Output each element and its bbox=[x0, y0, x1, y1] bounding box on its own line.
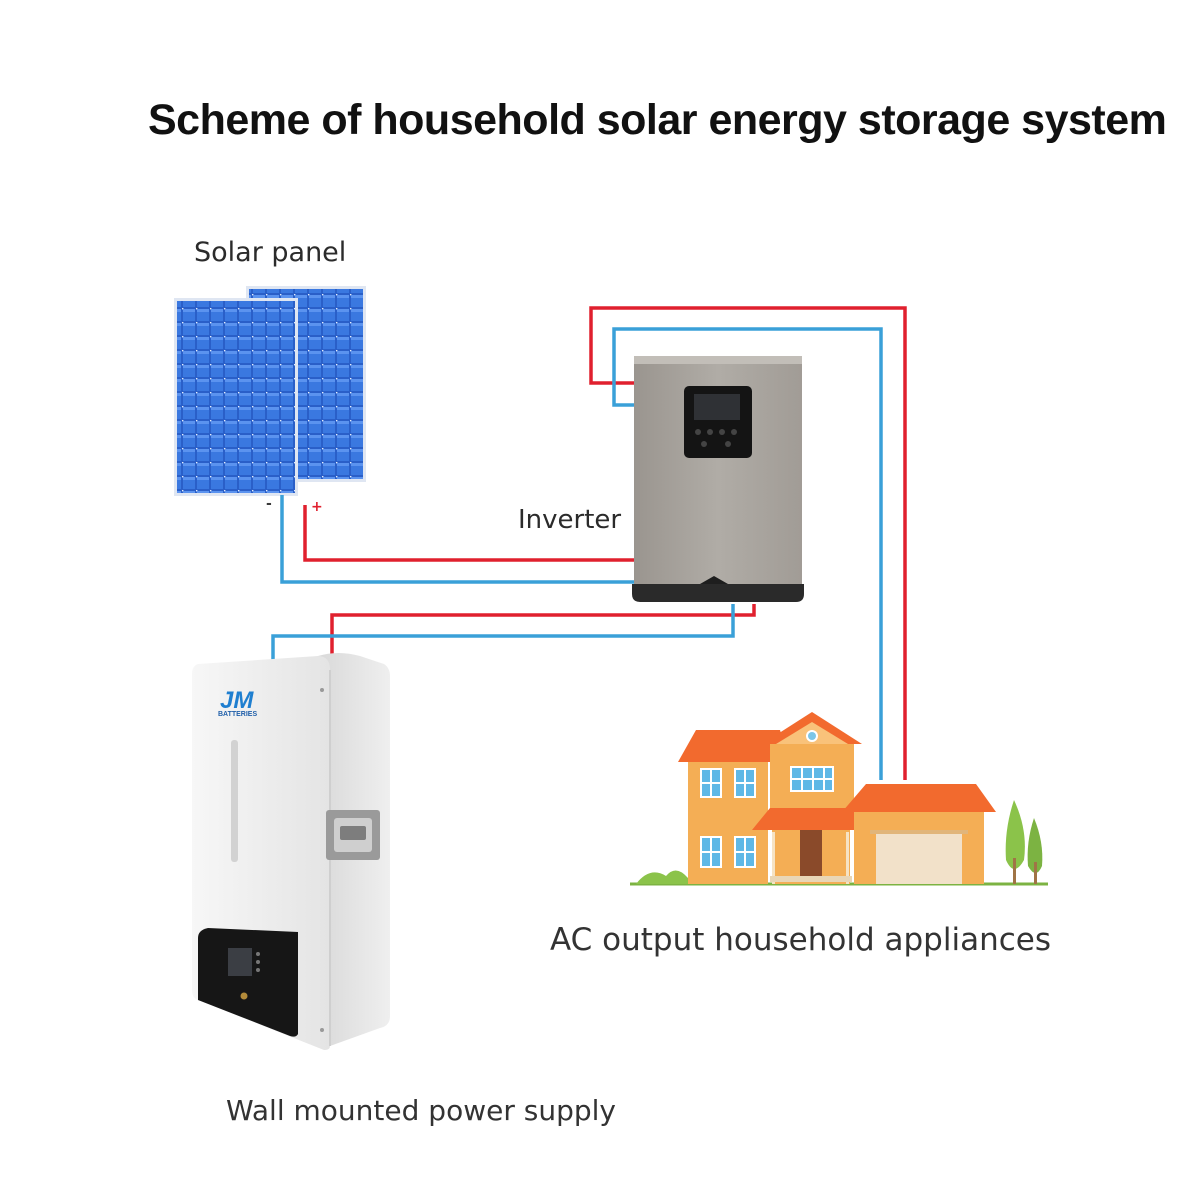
house-door bbox=[800, 830, 822, 878]
battery-logo-sub: BATTERIES bbox=[218, 711, 257, 718]
solar-panel-label: Solar panel bbox=[194, 237, 347, 268]
house bbox=[630, 712, 1048, 886]
ac-output-label: AC output household appliances bbox=[550, 922, 1051, 958]
tree-icon bbox=[1005, 800, 1043, 884]
house-windows bbox=[702, 768, 832, 866]
wire-solar-inverter-negative bbox=[280, 495, 634, 584]
garage-door bbox=[876, 832, 962, 884]
battery-control-panel bbox=[198, 928, 298, 1037]
wire-inverter-house-negative bbox=[612, 327, 883, 780]
inverter-device bbox=[632, 356, 804, 602]
roof-porch bbox=[752, 808, 870, 830]
battery-indicator-strip bbox=[231, 740, 238, 862]
wiring bbox=[271, 306, 907, 780]
roof-garage bbox=[842, 784, 996, 812]
battery-logo: JM bbox=[220, 687, 254, 714]
inverter-label: Inverter bbox=[518, 505, 622, 535]
negative-terminal-label: - bbox=[266, 496, 272, 512]
wall-supply-label: Wall mounted power supply bbox=[226, 1094, 616, 1127]
roof-left bbox=[678, 730, 790, 762]
battery-screen bbox=[228, 948, 252, 976]
wire-inverter-battery-negative bbox=[271, 604, 735, 668]
wire-inverter-battery-positive bbox=[330, 604, 756, 660]
solar-panel-front bbox=[174, 298, 298, 496]
wire-solar-inverter-positive bbox=[303, 505, 634, 562]
battery-unit: JM BATTERIES bbox=[192, 653, 390, 1050]
solar-panel-array bbox=[174, 286, 366, 496]
diagram-title: Scheme of household solar energy storage… bbox=[148, 96, 1167, 144]
positive-terminal-label: + bbox=[311, 499, 323, 515]
inverter-screen bbox=[694, 394, 740, 420]
wire-inverter-house-positive bbox=[589, 306, 907, 780]
